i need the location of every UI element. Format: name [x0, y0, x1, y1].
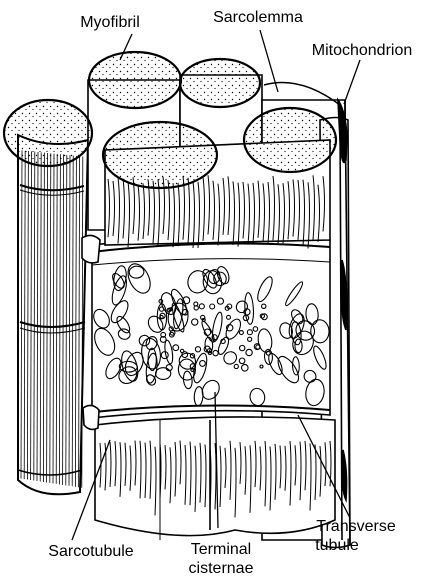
left-myofibril-column	[18, 135, 88, 494]
label-sarcolemma: Sarcolemma	[213, 9, 303, 27]
label-sarcotubule: Sarcotubule	[48, 543, 133, 561]
label-mitochondrion: Mitochondrion	[312, 42, 413, 60]
label-terminal-cisternae-line2: cisternae	[189, 560, 254, 578]
label-myofibril: Myofibril	[80, 14, 140, 32]
mitochondrion-leader	[344, 60, 360, 104]
label-transverse-tubule-line2: tubule	[315, 537, 359, 555]
label-transverse-tubule-line1: Transverse	[316, 518, 395, 536]
label-terminal-cisternae-line1: Terminal	[191, 541, 251, 559]
sarcoplasmic-reticulum-network	[91, 237, 330, 418]
bottom-myofibril-ends	[95, 417, 335, 540]
